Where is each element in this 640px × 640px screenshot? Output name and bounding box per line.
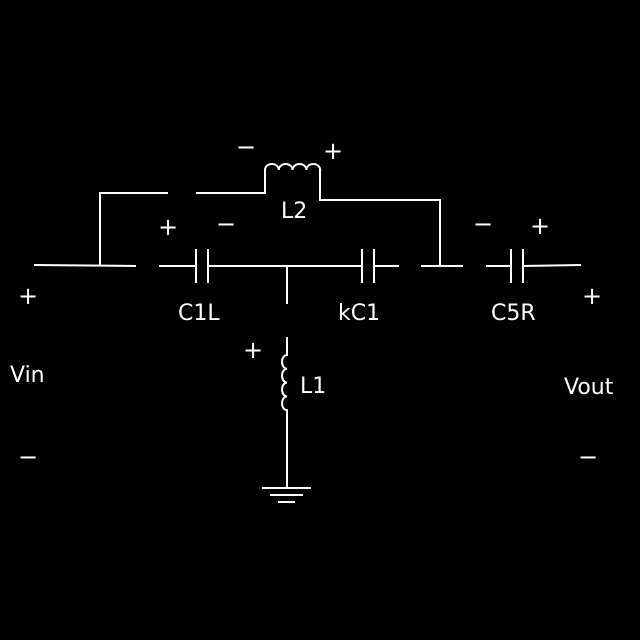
main-line-wires [33,263,582,268]
l2-left-polarity: − [236,133,256,161]
vin-minus: − [18,443,38,471]
l1-label: L1 [300,374,326,399]
inductor-l2-icon [263,163,322,172]
vin-plus: + [18,282,38,310]
l2-right-polarity: + [323,137,343,165]
ground-icon [262,487,311,503]
top-branch-wires [99,169,441,267]
vin-label: Vin [10,363,45,388]
vout-minus: − [578,443,598,471]
capacitor-kc1-icon [361,249,375,283]
c5r-right-polarity: + [530,212,550,240]
capacitor-c5r-icon [510,249,524,283]
c5r-left-polarity: − [473,210,493,238]
c1l-label: C1L [178,301,220,326]
c1l-left-polarity: + [158,213,178,241]
vout-plus: + [582,282,602,310]
l2-label: L2 [281,199,307,224]
kc1-label: kC1 [338,301,380,326]
vout-label: Vout [564,375,614,400]
l1-polarity: + [243,336,263,364]
c1l-right-polarity: − [216,210,236,238]
capacitor-c1l-icon [195,249,209,283]
inductor-l1-icon [281,353,289,412]
c5r-label: C5R [491,301,536,326]
